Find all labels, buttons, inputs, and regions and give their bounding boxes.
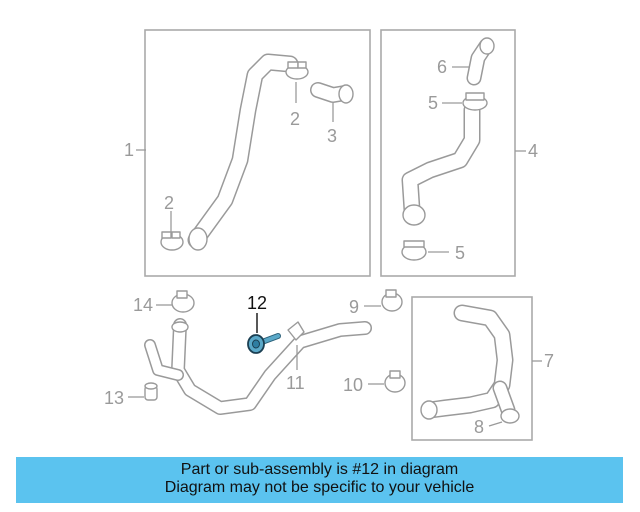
bolt-part-12[interactable] [247,333,281,354]
callout-13: 13 [104,388,124,408]
callout-10: 10 [343,375,363,395]
callout-2-upper: 2 [290,109,300,129]
clamp-part-2-upper [285,61,309,80]
parts-diagram: 1 2 2 3 4 5 5 6 7 8 9 10 11 12 13 14 [104,29,554,441]
elbow-part-3 [310,82,354,104]
connector-part-6 [466,37,495,86]
clamp-part-8 [500,408,520,424]
hose-part-1 [187,53,299,251]
group-box-1 [144,29,371,277]
callout-1: 1 [124,140,134,160]
callout-5-upper: 5 [428,93,438,113]
group-box-4 [380,29,516,277]
callout-11: 11 [286,373,305,393]
clamp-part-10 [384,370,406,393]
clamp-part-14 [171,290,195,313]
hose-part-4 [401,101,481,226]
callout-3: 3 [327,126,337,146]
callout-14: 14 [133,295,153,315]
callout-2-lower: 2 [164,193,174,213]
callout-12[interactable]: 12 [247,293,267,313]
callout-6: 6 [437,57,447,77]
clamp-part-5-lower [401,240,427,261]
callout-8: 8 [474,417,484,437]
hose-part-7 [420,304,516,420]
clamp-part-5-upper [462,92,488,111]
group-box-7 [411,296,533,441]
banner-line-1: Part or sub-assembly is #12 in diagram [180,461,459,478]
callout-7: 7 [544,351,554,371]
clamp-part-9 [381,289,403,312]
callout-9: 9 [349,297,359,317]
plug-part-13 [144,382,158,401]
banner-line-2: Diagram may not be specific to your vehi… [164,479,475,496]
info-banner: Part or sub-assembly is #12 in diagram D… [16,457,623,503]
clamp-part-2-lower [160,231,184,251]
pipe-part-11 [144,318,372,415]
callout-5-lower: 5 [455,243,465,263]
leader-8 [488,421,503,427]
callout-4: 4 [528,141,538,161]
